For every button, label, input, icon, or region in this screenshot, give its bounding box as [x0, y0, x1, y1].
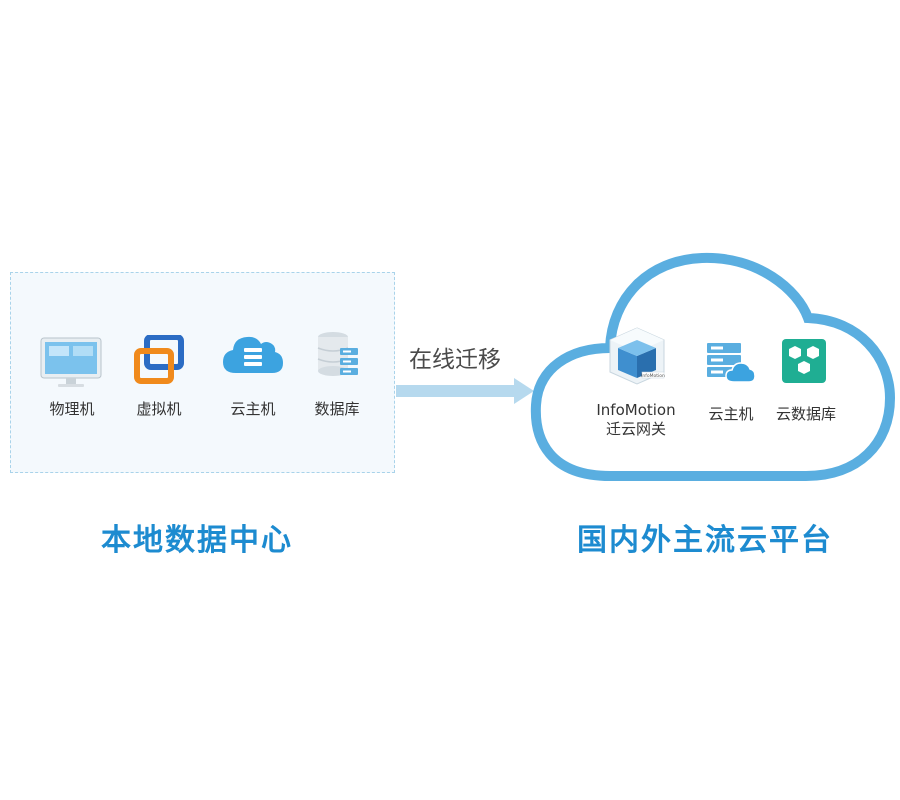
item-label-cloud-host: 云主机 [230, 400, 276, 418]
migration-label: 在线迁移 [409, 347, 501, 373]
vmware-icon [133, 335, 185, 385]
cloud-section-title: 国内外主流云平台 [577, 523, 833, 558]
item-label-database: 数据库 [314, 400, 360, 418]
item-label-vm: 虚拟机 [136, 400, 182, 418]
cloud-host-icon [706, 341, 756, 383]
migration-gateway-icon: InfoMotion [606, 326, 668, 388]
item-label-cloud-database: 云数据库 [775, 405, 836, 423]
cloud-database-icon [781, 338, 827, 384]
monitor-icon [40, 337, 102, 389]
item-label-cloud-host-right: 云主机 [708, 405, 754, 423]
database-icon [316, 330, 362, 378]
item-label-physical: 物理机 [49, 400, 95, 418]
cloud-platform-shape [530, 240, 896, 489]
cloud-server-icon [222, 333, 284, 375]
gateway-label-line1: InfoMotion [596, 401, 676, 419]
migration-arrow [396, 376, 536, 410]
item-label-gateway: InfoMotion 迁云网关 [586, 401, 686, 439]
gateway-icon-text: InfoMotion [641, 373, 665, 379]
local-section-title: 本地数据中心 [101, 523, 293, 558]
gateway-label-line2: 迁云网关 [605, 420, 666, 438]
